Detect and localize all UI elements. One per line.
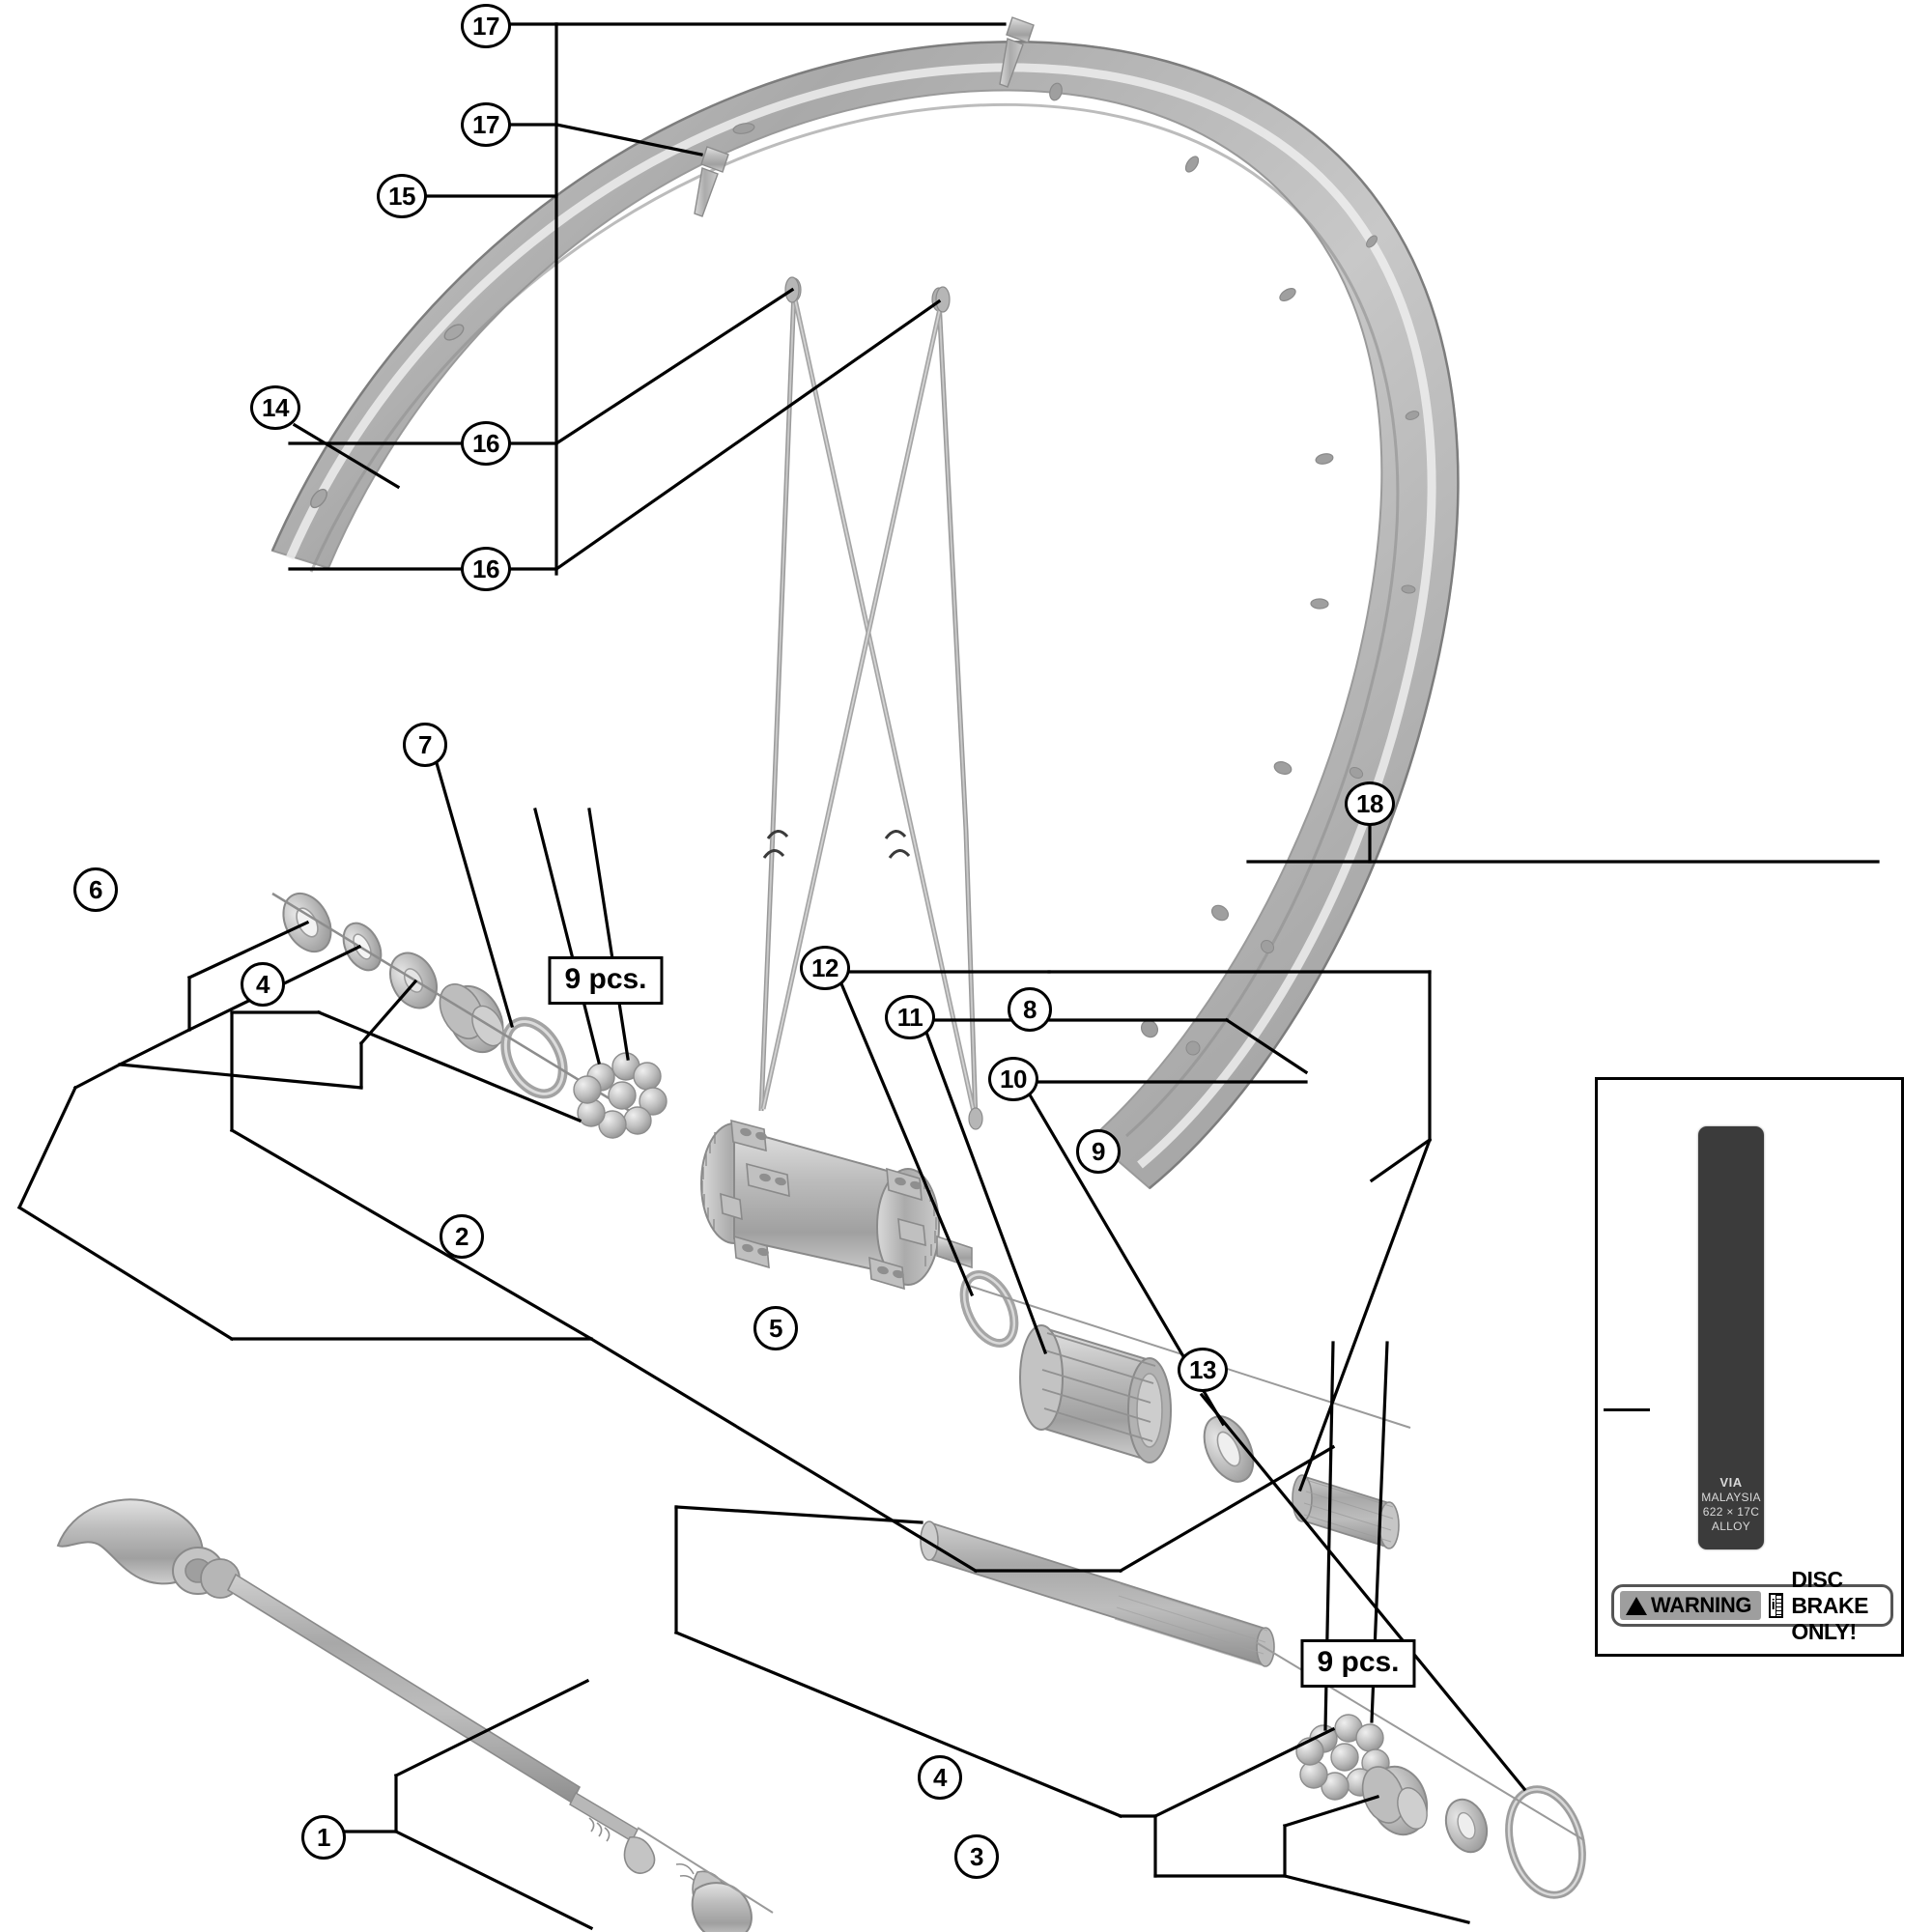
- freehub-body-part-11: [1019, 1324, 1172, 1463]
- axis-line-left: [271, 892, 639, 1118]
- right-seal-ring-part-13: [1505, 1785, 1586, 1899]
- callout-bubble-9[interactable]: 9: [1076, 1129, 1121, 1174]
- callout-bubble-4a[interactable]: 4: [241, 962, 285, 1007]
- hub-shell-body: [700, 1119, 973, 1291]
- note-9-pcs-lower: 9 pcs.: [1300, 1639, 1416, 1688]
- disc-brake-warning-strip: WARNING i DISC BRAKE ONLY!: [1611, 1567, 1893, 1644]
- leader-lines: [16, 22, 1880, 1931]
- quick-release-lever-part-1: [56, 1498, 774, 1932]
- callout-bubble-4b[interactable]: 4: [918, 1755, 962, 1800]
- ball-bearing-set-upper: [573, 1052, 668, 1139]
- rim-sticker-strip: VIA MALAYSIA 622 × 17C ALLOY: [1698, 1126, 1764, 1549]
- left-cone-part: [439, 983, 504, 1054]
- warning-triangle-icon: [1626, 1596, 1647, 1615]
- instruction-manual-icon: i: [1769, 1593, 1784, 1618]
- callout-bubble-6[interactable]: 6: [73, 867, 118, 912]
- note-9-pcs-upper: 9 pcs.: [548, 956, 664, 1005]
- spoke-part-16-right: [931, 287, 979, 1122]
- sticker-size: 622 × 17C: [1702, 1505, 1760, 1519]
- callout-bubble-18[interactable]: 18: [1345, 781, 1395, 826]
- right-cone-part-3: [1361, 1765, 1489, 1854]
- rim-part-14: [270, 40, 1460, 1190]
- spoke-break-marks: [762, 830, 911, 859]
- spoke-crossing-pair: [760, 276, 983, 1130]
- seal-ring-part-12: [959, 1270, 1019, 1348]
- callout-bubble-11[interactable]: 11: [885, 995, 935, 1039]
- nipple-part-17-a: [999, 16, 1035, 88]
- callout-bubble-17a[interactable]: 17: [461, 4, 511, 48]
- callout-bubble-8[interactable]: 8: [1008, 987, 1052, 1032]
- sticker-material: ALLOY: [1711, 1520, 1751, 1533]
- left-lock-nut-washers-part-6: [282, 892, 438, 1009]
- callout-bubble-15[interactable]: 15: [377, 174, 427, 218]
- warning-message: DISC BRAKE ONLY!: [1791, 1566, 1869, 1644]
- callout-bubble-12[interactable]: 12: [800, 946, 850, 990]
- callout-bubble-3[interactable]: 3: [954, 1834, 999, 1879]
- dust-cap-part-7: [500, 1016, 568, 1099]
- callout-bubble-13[interactable]: 13: [1178, 1348, 1228, 1392]
- rim-sticker-panel: VIA MALAYSIA 622 × 17C ALLOY WARNING i D…: [1595, 1077, 1904, 1657]
- callout-bubble-16a[interactable]: 16: [461, 421, 511, 466]
- sticker-country: MALAYSIA: [1701, 1491, 1761, 1504]
- callout-bubble-16b[interactable]: 16: [461, 547, 511, 591]
- callout-bubble-1[interactable]: 1: [301, 1815, 346, 1860]
- callout-bubble-7[interactable]: 7: [403, 723, 447, 767]
- sticker-leader-dash: [1604, 1408, 1650, 1411]
- callout-bubble-2[interactable]: 2: [440, 1214, 484, 1259]
- rim-sticker-text-block: VIA MALAYSIA 622 × 17C ALLOY: [1698, 1475, 1764, 1534]
- callout-bubble-17b[interactable]: 17: [461, 102, 511, 147]
- callout-bubble-5[interactable]: 5: [753, 1306, 798, 1350]
- callout-bubble-10[interactable]: 10: [988, 1057, 1038, 1101]
- warning-badge-label: WARNING: [1651, 1593, 1752, 1617]
- callout-bubble-14[interactable]: 14: [250, 385, 300, 430]
- hub-axle-part-5: [920, 1520, 1275, 1667]
- nipple-part-17-b: [694, 146, 729, 217]
- warning-badge: WARNING: [1620, 1591, 1762, 1620]
- sticker-brand: VIA: [1719, 1474, 1743, 1490]
- freehub-washer-part-10: [1203, 1415, 1255, 1483]
